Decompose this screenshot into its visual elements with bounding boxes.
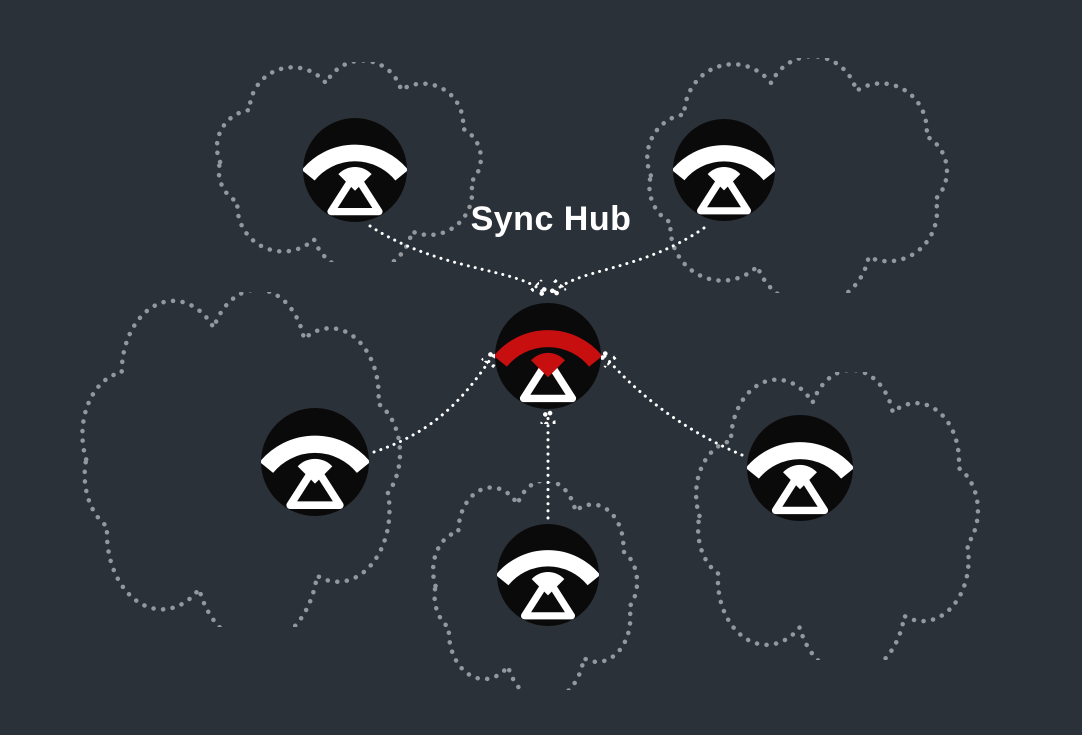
cloud-outline-bottom [420, 482, 648, 690]
arrow-top-right-to-hub [553, 226, 706, 293]
sync-hub-node [495, 303, 601, 409]
cloud-outline-top-right [628, 58, 963, 293]
sync-hub-node-icon [495, 330, 601, 403]
device-node-top-right [673, 119, 775, 221]
cloud-outline-top-left [200, 62, 495, 262]
device-node-mid-left [261, 408, 369, 516]
arrow-top-left-to-hub [368, 224, 544, 293]
sync-device-node-icon [673, 145, 775, 215]
arrow-mid-right-to-hub [603, 354, 744, 457]
cloud-outline-mid-right [678, 372, 993, 660]
arrow-mid-left-to-hub [372, 354, 494, 454]
device-node-top-left [303, 118, 407, 222]
sync-device-node-icon [303, 144, 407, 216]
device-node-bottom [497, 524, 599, 626]
device-node-mid-right [747, 415, 853, 521]
cloud-outline-mid-left [62, 292, 417, 627]
sync-device-node-icon [747, 442, 853, 515]
sync-device-node-icon [261, 435, 369, 509]
diagram-title: Sync Hub [470, 200, 632, 238]
sync-device-node-icon [497, 550, 599, 620]
